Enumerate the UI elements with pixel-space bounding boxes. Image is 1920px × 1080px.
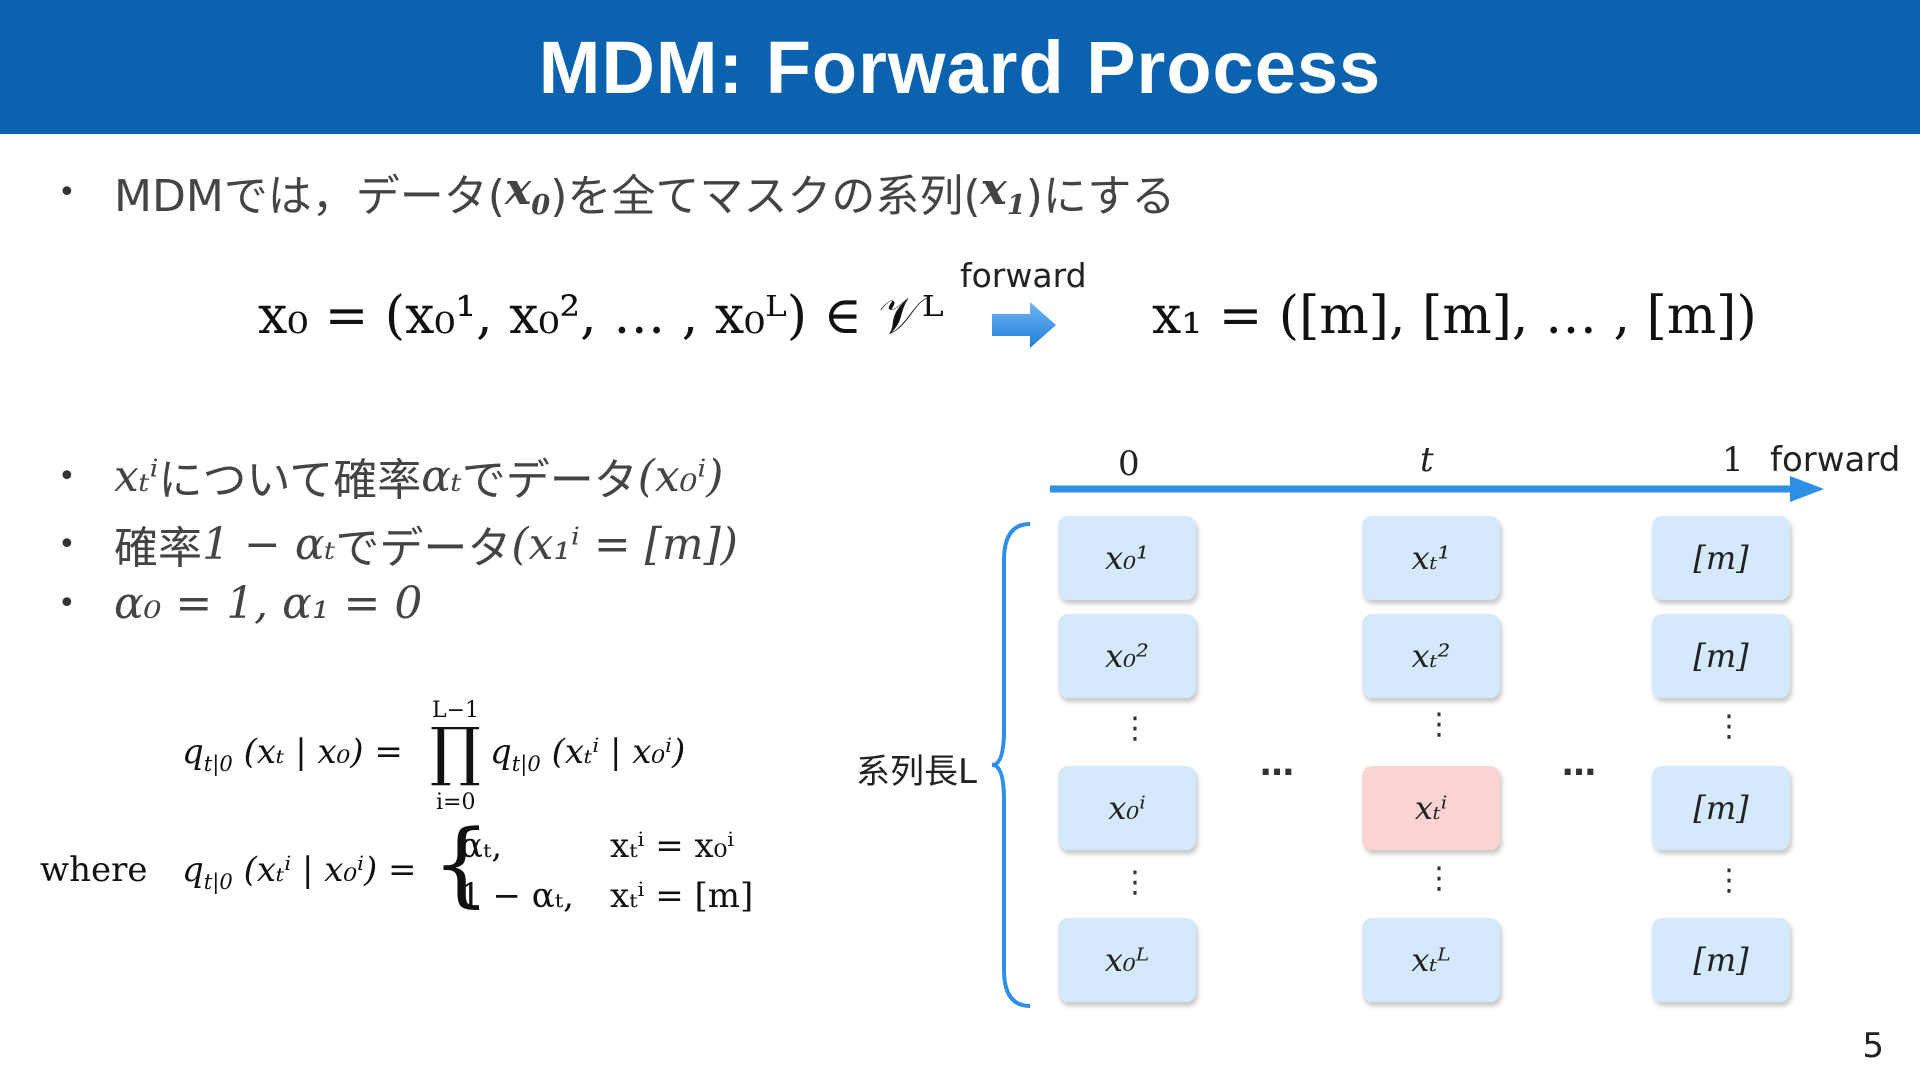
vdots-col0-b: ⋮ xyxy=(1120,865,1150,900)
bullet-main-pre: MDMでは，データ( xyxy=(114,171,505,222)
sequence-brace xyxy=(991,522,1031,1008)
bullet-item-1-math3: (x₀ⁱ) xyxy=(637,450,724,502)
bullet-main-mid: )を全てマスクの系列( xyxy=(550,171,981,222)
cell-xt-2: xₜ² xyxy=(1362,614,1500,698)
bullet-item-3: • α₀ = 1, α₁ = 0 xyxy=(58,578,422,629)
transition-formula-lhs: qt|0 (xₜ | x₀) = xyxy=(182,732,403,776)
cell-x0-2: x₀² xyxy=(1058,614,1196,698)
vdots-col1-b: ⋮ xyxy=(1714,863,1744,898)
bullet-item-2: • 確率 1 − αₜ でデータ (x₁ⁱ = [m]) xyxy=(58,512,738,576)
cell-xt-i-highlighted: xₜⁱ xyxy=(1362,766,1500,850)
cell-x1-2: [m] xyxy=(1652,614,1790,698)
transition-formula-rhs: qt|0 (xₜⁱ | x₀ⁱ) xyxy=(490,732,686,776)
x1-symbol: x1 xyxy=(980,163,1026,221)
case-2-value: 1 − αₜ, xyxy=(460,876,574,916)
page-number: 5 xyxy=(1862,1026,1884,1066)
cell-x1-L: [m] xyxy=(1652,918,1790,1002)
vdots-colt-b: ⋮ xyxy=(1424,861,1454,896)
case-brace: { xyxy=(432,810,491,917)
cell-xt-1: xₜ¹ xyxy=(1362,516,1500,600)
bullet-dot: • xyxy=(58,174,76,210)
case-1-value: αₜ, xyxy=(460,826,503,866)
cell-xt-L: xₜᴸ xyxy=(1362,918,1500,1002)
product-symbol: ∏ xyxy=(430,715,481,789)
bullet-item-2-text: 確率 xyxy=(114,523,202,574)
bullet-dot: • xyxy=(58,526,76,562)
axis-forward-label: forward xyxy=(1770,440,1901,480)
cell-x1-1: [m] xyxy=(1652,516,1790,600)
vdots-col1-a: ⋮ xyxy=(1714,709,1744,744)
slide-title: MDM: Forward Process xyxy=(538,25,1382,109)
case-1-condition: xₜⁱ = x₀ⁱ xyxy=(610,826,735,866)
axis-label-1: 1 xyxy=(1722,440,1744,480)
cell-x0-i: x₀ⁱ xyxy=(1058,766,1196,850)
sequence-length-label: 系列長L xyxy=(856,752,977,792)
hdots-left: … xyxy=(1260,744,1296,784)
bullet-item-1-math: xₜⁱ xyxy=(114,450,159,502)
bullet-main: • MDMでは，データ( x0 )を全てマスクの系列( x1 )にする xyxy=(58,160,1175,224)
axis-label-t: t xyxy=(1420,440,1434,480)
where-label: where xyxy=(40,850,148,890)
bullet-main-post: )にする xyxy=(1025,171,1176,222)
bullet-item-2-math2: (x₁ⁱ = [m]) xyxy=(511,518,738,570)
forward-arrow-label: forward xyxy=(960,256,1087,295)
time-axis-arrow xyxy=(1050,476,1824,502)
bullet-item-1-math2: αₜ xyxy=(421,450,462,502)
bullet-item-2-math: 1 − αₜ xyxy=(202,518,336,570)
bullet-item-3-math: α₀ = 1, α₁ = 0 xyxy=(114,578,423,629)
x0-definition-equation: x₀ = (x₀¹, x₀², … , x₀ᴸ) ∈ 𝒱ᴸ xyxy=(258,286,944,346)
bullet-item-1-text2: でデータ xyxy=(461,455,638,506)
case-formula-lhs: qt|0 (xₜⁱ | x₀ⁱ) = xyxy=(182,850,417,894)
title-bar: MDM: Forward Process xyxy=(0,0,1920,134)
product-lower-limit: i=0 xyxy=(436,790,476,815)
bullet-item-1: • xₜⁱ について確率 αₜ でデータ (x₀ⁱ) xyxy=(58,444,723,508)
cell-x0-L: x₀ᴸ xyxy=(1058,918,1196,1002)
bullet-item-2-text2: でデータ xyxy=(335,523,512,574)
vdots-col0-a: ⋮ xyxy=(1120,711,1150,746)
bullet-dot: • xyxy=(58,458,76,494)
forward-arrow-icon xyxy=(992,302,1056,348)
axis-label-0: 0 xyxy=(1118,444,1140,484)
vdots-colt-a: ⋮ xyxy=(1424,707,1454,742)
bullet-item-1-text: について確率 xyxy=(158,455,422,506)
cell-x0-1: x₀¹ xyxy=(1058,516,1196,600)
hdots-right: … xyxy=(1562,744,1598,784)
product-upper-limit: L−1 xyxy=(432,698,480,723)
cell-x1-i: [m] xyxy=(1652,766,1790,850)
bullet-dot: • xyxy=(58,586,76,621)
x0-symbol: x0 xyxy=(504,163,551,221)
x1-definition-equation: x₁ = ([m], [m], … , [m]) xyxy=(1152,286,1757,346)
case-2-condition: xₜⁱ = [m] xyxy=(610,876,754,916)
